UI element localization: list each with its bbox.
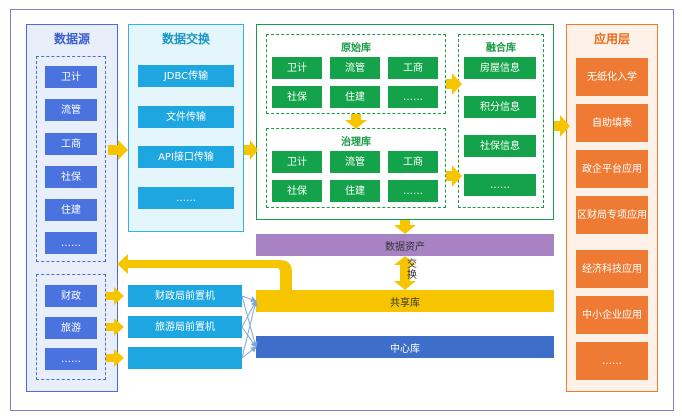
app-item: 中小企业应用 bbox=[576, 296, 648, 334]
center-db-bar: 中心库 bbox=[256, 336, 554, 358]
fusion-db-title: 融合库 bbox=[486, 43, 516, 54]
arrow-down bbox=[345, 114, 367, 129]
application-layer-title: 应用层 bbox=[593, 32, 630, 46]
arrow-right bbox=[244, 140, 258, 160]
arrow-right bbox=[106, 318, 124, 336]
clean-db-title: 治理库 bbox=[341, 137, 371, 148]
arrow-right bbox=[106, 287, 124, 305]
exchange-item: 文件传输 bbox=[138, 106, 234, 128]
raw-db-item: 社保 bbox=[272, 86, 322, 108]
fusion-db-group bbox=[458, 34, 544, 208]
clean-db-item: 卫计 bbox=[272, 151, 322, 173]
arrow-right bbox=[446, 165, 462, 187]
source-item: 财政 bbox=[45, 285, 97, 307]
data-exchange-title: 数据交换 bbox=[161, 32, 210, 46]
arrow-double bbox=[394, 256, 416, 290]
raw-db-item: …… bbox=[388, 86, 438, 108]
clean-db-item: …… bbox=[388, 180, 438, 202]
data-source-lower-group bbox=[36, 274, 106, 380]
clean-db-item: 流管 bbox=[330, 151, 380, 173]
clean-db-item: 工商 bbox=[388, 151, 438, 173]
source-item: 工商 bbox=[45, 133, 97, 155]
source-item: …… bbox=[45, 348, 97, 370]
source-item: 住建 bbox=[45, 199, 97, 221]
fusion-db-item: 积分信息 bbox=[464, 96, 536, 118]
raw-db-group bbox=[266, 34, 446, 114]
data-source-upper-group bbox=[36, 56, 106, 262]
clean-db-item: 住建 bbox=[330, 180, 380, 202]
front-machine bbox=[128, 347, 242, 369]
front-machine: 旅游局前置机 bbox=[128, 316, 242, 338]
fusion-db-item: 社保信息 bbox=[464, 135, 536, 157]
arrow-right bbox=[108, 140, 128, 160]
app-item: 政企平台应用 bbox=[576, 150, 648, 188]
source-item: …… bbox=[45, 232, 97, 254]
app-item: …… bbox=[576, 342, 648, 380]
exchange-item: JDBC传输 bbox=[138, 65, 234, 87]
raw-db-item: 工商 bbox=[388, 57, 438, 79]
raw-db-title: 原始库 bbox=[341, 43, 371, 54]
source-item: 流管 bbox=[45, 99, 97, 121]
front-machine: 财政局前置机 bbox=[128, 285, 242, 307]
exchange-item: …… bbox=[138, 187, 234, 209]
raw-db-item: 卫计 bbox=[272, 57, 322, 79]
data-source-title: 数据源 bbox=[53, 32, 90, 46]
front-machine-connectors bbox=[241, 295, 258, 359]
raw-db-item: 流管 bbox=[330, 57, 380, 79]
arrow-right bbox=[446, 73, 462, 95]
arrow-down bbox=[394, 220, 416, 234]
app-item: 经济科技应用 bbox=[576, 250, 648, 288]
app-item: 无纸化入学 bbox=[576, 58, 648, 96]
shared-db-bar: 共享库 bbox=[256, 290, 554, 312]
data-asset-bar: 数据资产 bbox=[256, 234, 554, 256]
fusion-db-item: …… bbox=[464, 174, 536, 196]
exchange-item: API接口传输 bbox=[138, 146, 234, 168]
app-item: 区财局专项应用 bbox=[576, 196, 648, 234]
arrow-right bbox=[554, 115, 570, 137]
source-item: 卫计 bbox=[45, 66, 97, 88]
app-item: 自助填表 bbox=[576, 104, 648, 142]
diagram-frame bbox=[10, 9, 674, 411]
feedback-arrow bbox=[117, 254, 292, 290]
raw-db-item: 住建 bbox=[330, 86, 380, 108]
source-item: 社保 bbox=[45, 166, 97, 188]
arrow-right bbox=[106, 349, 124, 367]
clean-db-item: 社保 bbox=[272, 180, 322, 202]
exchange-label: 交换 bbox=[407, 259, 417, 281]
fusion-db-item: 房屋信息 bbox=[464, 57, 536, 79]
source-item: 旅游 bbox=[45, 317, 97, 339]
